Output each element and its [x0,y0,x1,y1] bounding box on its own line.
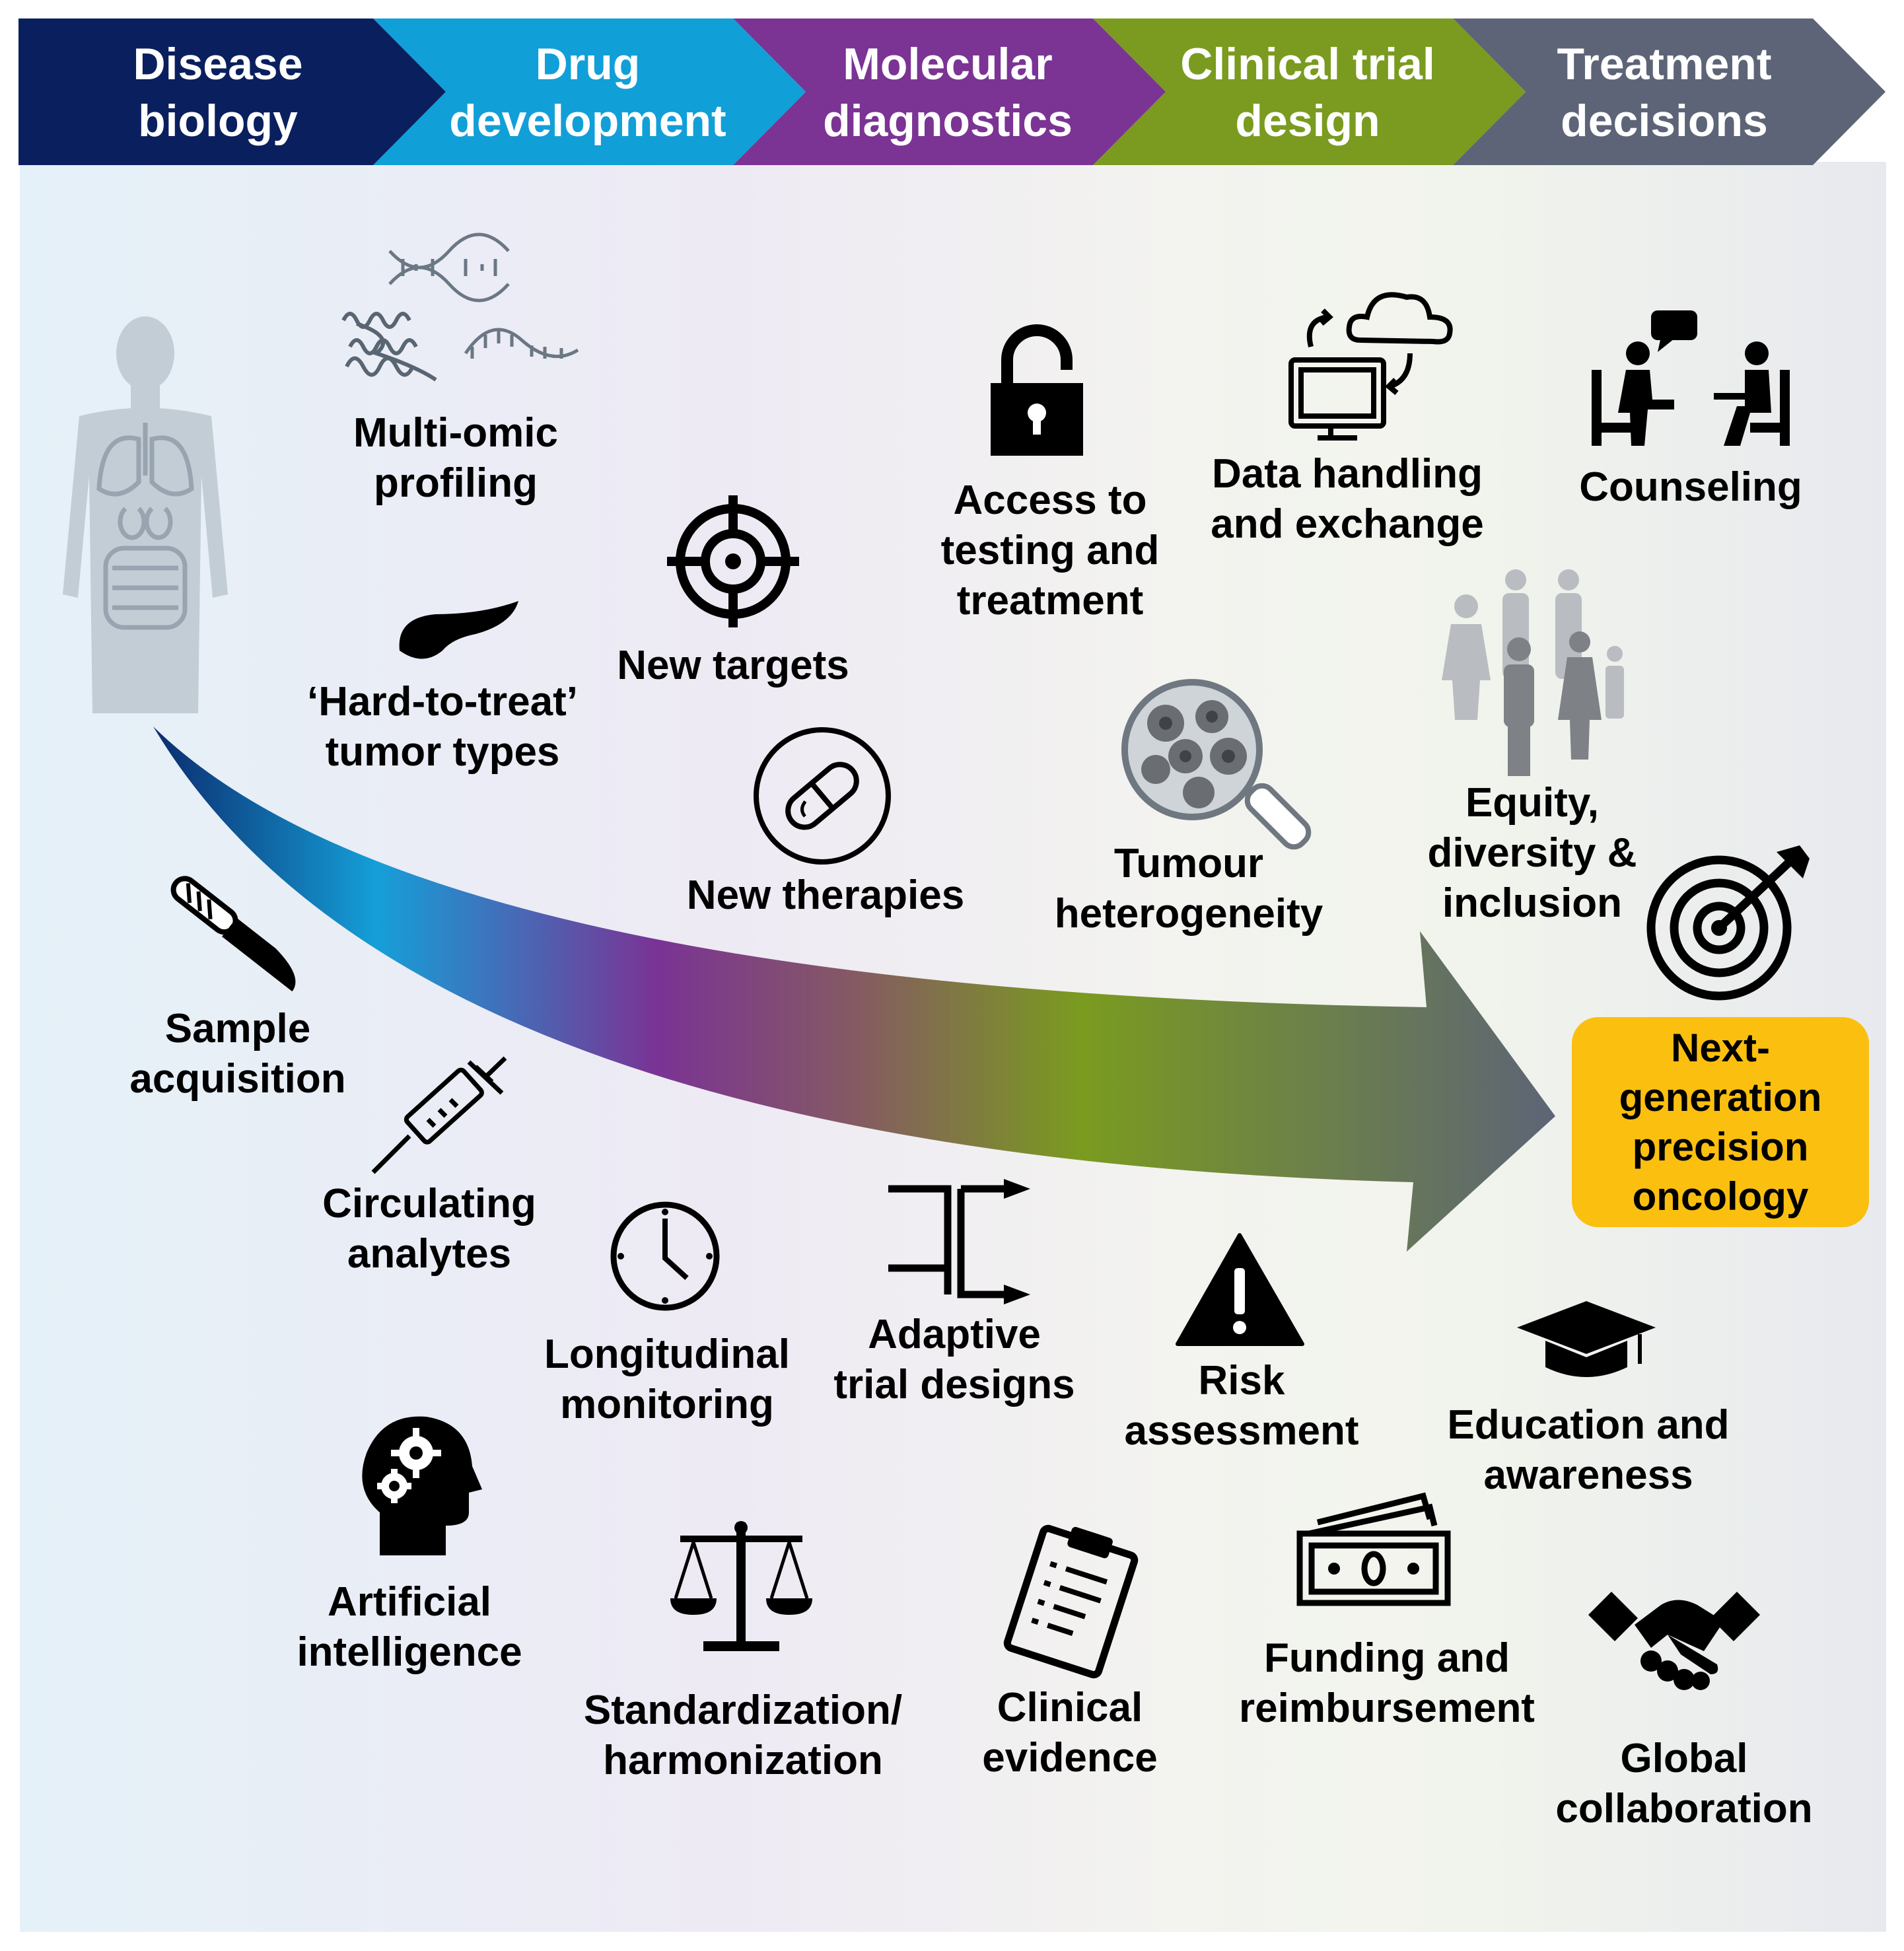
label-clinical-evidence: Clinical evidence [982,1685,1158,1781]
magnifier-cells-icon [1121,679,1312,850]
label-funding-and-reimbursement: Funding and reimbursement [1239,1635,1535,1731]
warning-icon [1176,1233,1304,1346]
scalpel-icon [170,876,296,992]
label-risk-assessment: Risk assessment [1124,1358,1359,1454]
label-sample-acquisition: Sample acquisition [129,1006,346,1102]
goal-label: Next- generation precision oncology [1619,1026,1822,1219]
rna-icon [464,328,579,359]
clipboard-checklist-icon [1003,1524,1139,1679]
chevron-disease-biology [18,18,446,165]
step-label-disease-biology: Disease biology [133,39,303,146]
ai-head-gears-icon [362,1416,482,1555]
label-artificial-intelligence: Artificial intelligence [297,1579,522,1675]
label-new-targets: New targets [617,643,849,688]
crosshair-target-icon [667,495,799,627]
label-access-to-testing-and-treatment: Access to testing and treatment [940,478,1160,623]
graduation-cap-icon [1517,1301,1656,1377]
label-equity-diversity-inclusion: Equity, diversity & inclusion [1427,780,1637,926]
label-counseling: Counseling [1579,464,1802,510]
label-adaptive-trial-designs: Adaptive trial designs [833,1312,1075,1407]
step-label-molecular-diagnostics: Molecular diagnostics [823,39,1073,146]
dna-icon [388,232,510,302]
scales-icon [670,1521,812,1651]
label-tumour-heterogeneity: Tumour heterogeneity [1054,841,1323,937]
goal-next-generation-precision-oncology: Next- generation precision oncology [1572,1017,1869,1227]
label-education-and-awareness: Education and awareness [1447,1402,1730,1498]
label-standardization-harmonization: Standardization/ harmonization [583,1687,903,1783]
open-padlock-icon [991,324,1083,456]
step-label-drug-development: Drug development [449,39,726,146]
pancreas-icon [399,601,518,659]
clock-icon [610,1201,720,1311]
handshake-icon [1588,1592,1760,1690]
branch-arrows-icon [888,1179,1030,1304]
human-body-icon [63,316,228,713]
chevron-molecular-diagnostics [733,18,1166,165]
chevron-drug-development [373,18,806,165]
label-longitudinal-monitoring: Longitudinal monitoring [544,1331,790,1427]
syringe-icon [371,1056,507,1174]
family-icon [1442,569,1624,776]
protein-icon [341,312,437,382]
counseling-icon [1592,310,1790,446]
label-circulating-analytes: Circulating analytes [322,1181,536,1277]
label-data-handling-and-exchange: Data handling and exchange [1211,451,1484,547]
bullseye-arrow-icon [1646,845,1810,1001]
step-label-clinical-trial-design: Clinical trial design [1180,39,1435,146]
chevron-treatment-decisions [1453,18,1886,165]
label-hard-to-treat-tumor-types: ‘Hard-to-treat’ tumor types [307,679,578,775]
computer-cloud-icon [1288,292,1453,441]
header-chevron-bar [18,18,1886,165]
step-label-treatment-decisions: Treatment decisions [1557,39,1772,146]
label-global-collaboration: Global collaboration [1555,1736,1813,1831]
label-multi-omic-profiling: Multi-omic profiling [353,410,558,506]
banknotes-icon [1296,1492,1451,1606]
chevron-clinical-trial-design [1093,18,1526,165]
label-new-therapies: New therapies [686,872,965,918]
capsule-icon [754,727,891,865]
